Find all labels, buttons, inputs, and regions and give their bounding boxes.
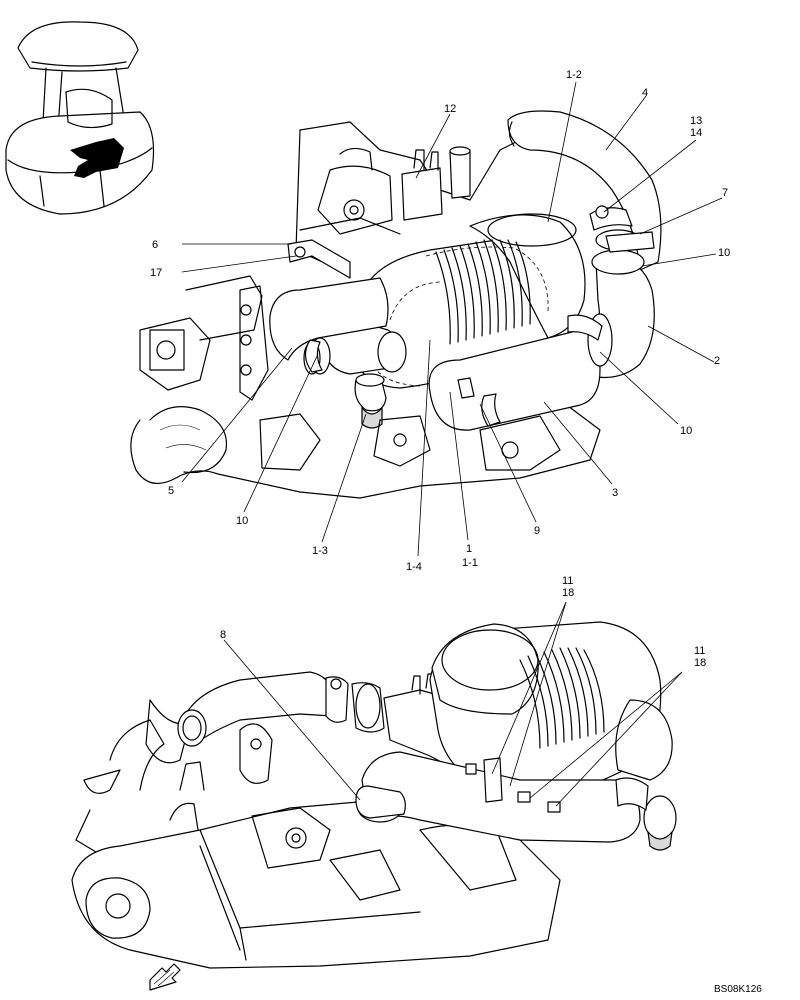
callout-3: 3 (612, 487, 618, 499)
callout-5: 5 (168, 485, 174, 497)
callout-6: 6 (152, 239, 158, 251)
callout-9: 9 (534, 525, 540, 537)
bottom-assembly (71, 621, 677, 969)
excavator-thumbnail-icon (5, 21, 155, 215)
callout-2: 2 (714, 355, 720, 367)
callout-11-b: 11 (694, 645, 705, 657)
callout-11-a: 11 (562, 575, 573, 587)
callout-4: 4 (642, 87, 648, 99)
callout-17: 17 (150, 267, 162, 279)
reference-code: BS08K126 (714, 984, 762, 995)
callout-1-3: 1-3 (312, 545, 328, 557)
callout-13: 13 (690, 115, 702, 127)
top-assembly (130, 110, 662, 499)
ribbed-filter-section (435, 239, 531, 345)
callout-18-a: 18 (562, 587, 574, 599)
direction-arrow-icon (149, 963, 181, 991)
callout-10-top-right: 10 (718, 247, 730, 259)
callout-7: 7 (722, 187, 728, 199)
callout-1-2: 1-2 (566, 69, 582, 81)
callout-1: 1 (466, 543, 472, 555)
callout-12: 12 (444, 103, 456, 115)
leader-lines (181, 81, 723, 807)
callout-1-1: 1-1 (462, 557, 478, 569)
callout-14: 14 (690, 127, 702, 139)
callout-labels: 1-2 4 12 13 14 7 6 17 10 2 10 3 5 10 9 1… (150, 69, 730, 669)
callout-10-left: 10 (236, 515, 248, 527)
callout-1-4: 1-4 (406, 561, 422, 573)
callout-18-b: 18 (694, 657, 706, 669)
callout-8: 8 (220, 629, 226, 641)
callout-10-right: 10 (680, 425, 692, 437)
